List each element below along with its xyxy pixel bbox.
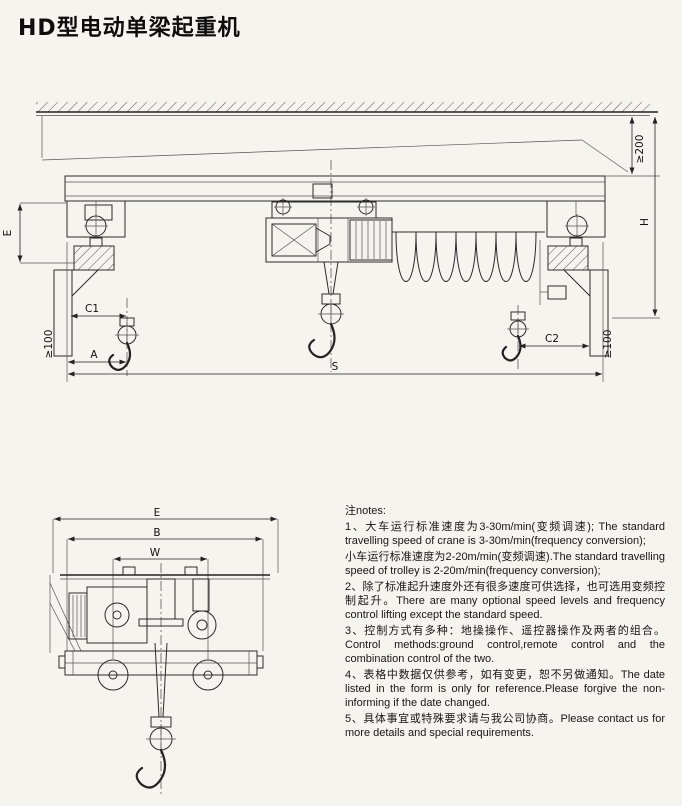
main-girder	[64, 175, 606, 221]
dim-label-height: H	[639, 218, 651, 226]
dim-label-side-e: E	[154, 507, 161, 519]
dim-label-side-w: W	[150, 547, 161, 559]
note-item-3: 3、控制方式有多种：地操操作、遥控器操作及两者的组合。Control metho…	[345, 624, 665, 665]
front-view-drawing: ≥200 H E C1 C2 A S ≥100 ≥100	[0, 100, 660, 465]
right-hook	[501, 305, 529, 370]
festoon-cable	[392, 231, 545, 282]
notes-section: 注notes: 1、大车运行标准速度为3-30m/min(变频调速); The …	[345, 505, 665, 743]
left-end-carriage	[53, 200, 126, 357]
girder-cross-section	[60, 566, 270, 627]
dim-label-ceiling-clearance: ≥200	[634, 135, 646, 164]
note-item-4: 4、表格中数据仅供参考，如有变更，恕不另做通知。The date listed …	[345, 668, 665, 709]
notes-heading: 注notes:	[345, 505, 386, 517]
page-title: HD型电动单梁起重机	[18, 16, 241, 41]
roof-profile-lines	[41, 116, 629, 173]
dim-label-e: E	[2, 230, 14, 237]
dim-label-c1: C1	[85, 303, 99, 315]
dim-label-a: A	[90, 349, 98, 361]
left-hook	[108, 298, 139, 376]
front-view-svg: ≥200 H E C1 C2 A S ≥100 ≥100	[2, 102, 660, 382]
dim-label-clearance-right: ≥100	[602, 330, 614, 359]
note-item-2: 2、除了标准起升速度外还有很多速度可供选择，也可选用变频控制起升。There a…	[345, 580, 665, 621]
right-end-carriage	[546, 200, 609, 357]
dim-label-side-b: B	[153, 527, 160, 539]
hoist-side-view	[68, 578, 217, 644]
note-item-1b: 小车运行标准速度为2-20m/min(变频调速).The standard tr…	[345, 550, 665, 577]
hoist-trolley	[265, 198, 393, 295]
note-item-5: 5、具体事宜或特殊要求请与我公司协商。Please contact us for…	[345, 712, 665, 739]
main-hook	[308, 160, 344, 372]
dim-label-c2: C2	[545, 333, 559, 345]
ceiling-hatch	[36, 102, 658, 116]
note-item-1: 1、大车运行标准速度为3-30m/min(变频调速); The standard…	[345, 520, 665, 547]
dimensions: ≥200 H E C1 C2 A S ≥100 ≥100	[2, 117, 660, 382]
cable-support-arm	[49, 575, 82, 653]
dim-label-clearance-left: ≥100	[43, 330, 55, 359]
dim-label-span: S	[332, 361, 339, 373]
side-view-drawing: E B W	[35, 503, 315, 803]
side-view-svg: E B W	[49, 507, 279, 797]
side-hook	[135, 563, 176, 797]
limit-switch-detail	[539, 240, 567, 305]
